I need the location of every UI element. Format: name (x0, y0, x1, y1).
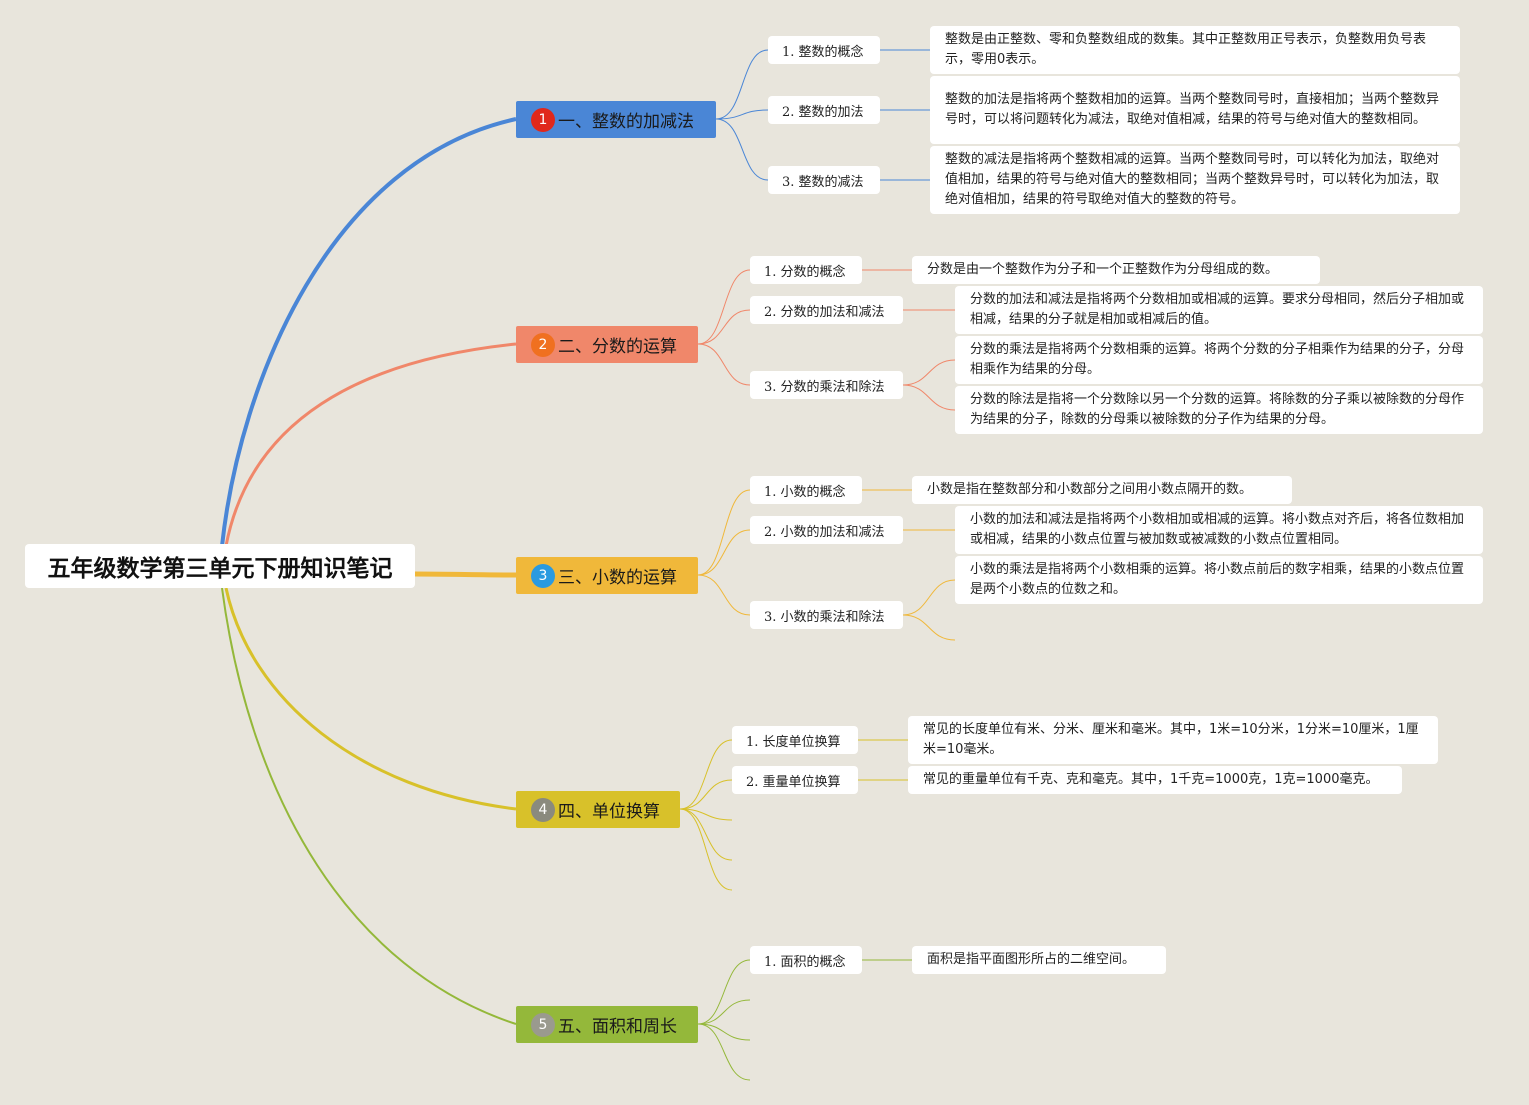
priority-5-icon: 5 (531, 1012, 555, 1037)
branch-label: 二、分数的运算 (558, 337, 677, 357)
central-topic[interactable]: 五年级数学第三单元下册知识笔记 (25, 544, 415, 588)
note-fraction-multiplication[interactable]: 分数的乘法是指将两个分数相乘的运算。将两个分数的分子相乘作为结果的分子，分母相乘… (955, 336, 1483, 384)
branch4-links (679, 739, 908, 891)
subtopic-area-concept[interactable]: 1. 面积的概念 (750, 946, 862, 974)
note-fraction-division[interactable]: 分数的除法是指将一个分数除以另一个分数的运算。将除数的分子乘以被除数的分母作为结… (955, 386, 1483, 434)
link-root-branch1 (220, 117, 517, 547)
branch-unit-conversion[interactable]: 4 四、单位换算 (516, 791, 680, 828)
note-fraction-concept[interactable]: 分数是由一个整数作为分子和一个正整数作为分母组成的数。 (912, 256, 1320, 284)
note-decimal-concept[interactable]: 小数是指在整数部分和小数部分之间用小数点隔开的数。 (912, 476, 1292, 504)
note-weight-conversion[interactable]: 常见的重量单位有千克、克和毫克。其中，1千克=1000克，1克=1000毫克。 (908, 766, 1402, 794)
branch2-links (697, 269, 956, 411)
link-root-branch5 (221, 587, 517, 1025)
priority-4-icon: 4 (531, 797, 555, 822)
subtopic-decimal-mul-div[interactable]: 3. 小数的乘法和除法 (750, 601, 903, 629)
note-integer-subtraction[interactable]: 整数的减法是指将两个整数相减的运算。当两个整数同号时，可以转化为加法，取绝对值相… (930, 146, 1460, 214)
branch-label: 三、小数的运算 (558, 568, 677, 588)
branch-area-perimeter[interactable]: 5 五、面积和周长 (516, 1006, 698, 1043)
subtopic-fraction-mul-div[interactable]: 3. 分数的乘法和除法 (750, 371, 903, 399)
branch-label: 五、面积和周长 (558, 1017, 677, 1037)
note-area-concept[interactable]: 面积是指平面图形所占的二维空间。 (912, 946, 1166, 974)
subtopic-length-conversion[interactable]: 1. 长度单位换算 (732, 726, 858, 754)
note-decimal-multiplication[interactable]: 小数的乘法是指将两个小数相乘的运算。将小数点前后的数字相乘，结果的小数点位置是两… (955, 556, 1483, 604)
subtopic-integer-subtraction[interactable]: 3. 整数的减法 (768, 166, 880, 194)
subtopic-integer-concept[interactable]: 1. 整数的概念 (768, 36, 880, 64)
branch-fractions[interactable]: 2 二、分数的运算 (516, 326, 698, 363)
branch-label: 四、单位换算 (558, 802, 660, 822)
note-length-conversion[interactable]: 常见的长度单位有米、分米、厘米和毫米。其中，1米=10分米，1分米=10厘米，1… (908, 716, 1438, 764)
subtopic-fraction-concept[interactable]: 1. 分数的概念 (750, 256, 862, 284)
link-root-branch2 (224, 342, 517, 547)
subtopic-decimal-add-sub[interactable]: 2. 小数的加法和减法 (750, 516, 903, 544)
note-integer-concept[interactable]: 整数是由正整数、零和负整数组成的数集。其中正整数用正号表示，负整数用负号表示，零… (930, 26, 1460, 74)
link-root-branch3 (414, 571, 517, 578)
branch-decimals[interactable]: 3 三、小数的运算 (516, 557, 698, 594)
link-root-branch4 (224, 587, 517, 811)
branch1-links (715, 49, 930, 181)
note-decimal-add-sub[interactable]: 小数的加法和减法是指将两个小数相加或相减的运算。将小数点对齐后，将各位数相加或相… (955, 506, 1483, 554)
priority-3-icon: 3 (531, 563, 555, 588)
branch-integers[interactable]: 1 一、整数的加减法 (516, 101, 716, 138)
branch-label: 一、整数的加减法 (558, 112, 694, 132)
note-fraction-add-sub[interactable]: 分数的加法和减法是指将两个分数相加或相减的运算。要求分母相同，然后分子相加或相减… (955, 286, 1483, 334)
branch5-links (697, 959, 912, 1081)
subtopic-decimal-concept[interactable]: 1. 小数的概念 (750, 476, 862, 504)
note-integer-addition[interactable]: 整数的加法是指将两个整数相加的运算。当两个整数同号时，直接相加；当两个整数异号时… (930, 76, 1460, 144)
priority-1-icon: 1 (531, 107, 555, 132)
priority-2-icon: 2 (531, 332, 555, 357)
branch3-links (697, 489, 956, 641)
subtopic-fraction-add-sub[interactable]: 2. 分数的加法和减法 (750, 296, 903, 324)
subtopic-integer-addition[interactable]: 2. 整数的加法 (768, 96, 880, 124)
subtopic-weight-conversion[interactable]: 2. 重量单位换算 (732, 766, 858, 794)
